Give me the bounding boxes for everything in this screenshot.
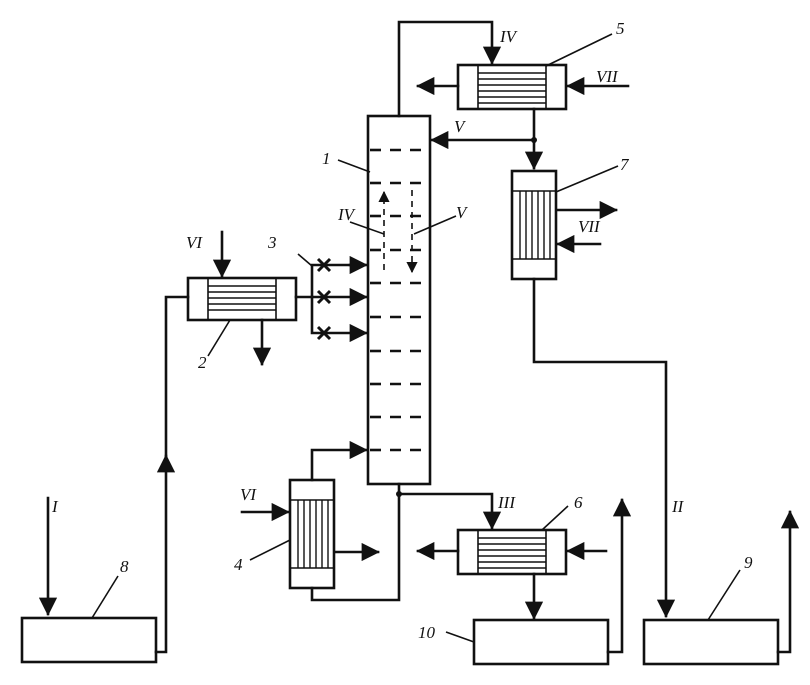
stream-heating-label-2: VI [186, 233, 203, 252]
tank-9 [642, 618, 780, 666]
stream-cooling-label-7: VII [578, 217, 601, 236]
stream-heating-label-4: VI [240, 485, 257, 504]
bottoms-cooler [456, 528, 568, 576]
label-tank-9: 9 [744, 553, 753, 572]
stream-cooling-label-5: VII [596, 67, 619, 86]
stream-feed-label: I [51, 497, 59, 516]
stream-distillate-label: II [671, 497, 685, 516]
distillate-cooler [510, 169, 558, 281]
label-feed-heater: 2 [198, 353, 207, 372]
feed-valves [316, 257, 332, 341]
label-tank-10: 10 [418, 623, 436, 642]
junction-dot [396, 491, 402, 497]
junction-dot [531, 137, 537, 143]
stream-reflux-label-col: IV [337, 205, 357, 224]
top-condenser [456, 63, 568, 111]
reboiler [288, 478, 336, 590]
stream-vapour-label-col: V [456, 203, 469, 222]
label-valves: 3 [267, 233, 277, 252]
stream-reflux-label-top: IV [499, 27, 519, 46]
stream-vapour-label-top: V [454, 117, 467, 136]
tank-8 [20, 616, 158, 664]
tank-10 [472, 618, 610, 666]
feed-heater [186, 276, 298, 322]
label-tank-8: 8 [120, 557, 129, 576]
distillation-column [366, 114, 432, 486]
leader-lines [91, 33, 741, 643]
label-column: 1 [322, 149, 331, 168]
label-bottoms-cooler: 6 [574, 493, 583, 512]
label-cooler-7: 7 [620, 155, 630, 174]
stream-bottoms-label: III [497, 493, 516, 512]
piping [38, 20, 800, 654]
label-reboiler: 4 [234, 555, 243, 574]
label-top-condenser: 5 [616, 19, 625, 38]
